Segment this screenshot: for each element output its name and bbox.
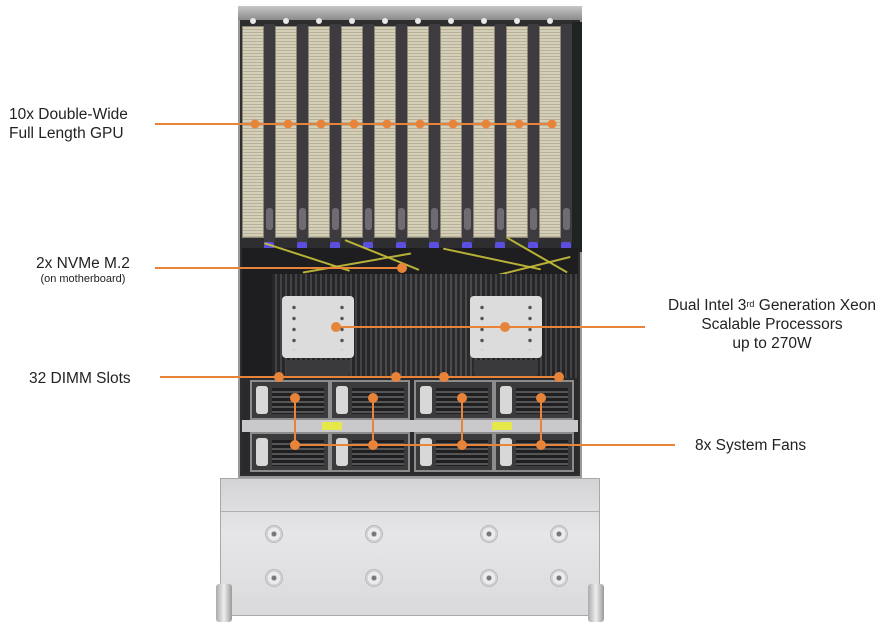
cpu-callout-label: Dual Intel 3rd Generation Xeon Scalable … xyxy=(654,296,890,353)
gpu-card xyxy=(275,18,308,250)
gpu-power-connector xyxy=(528,242,538,250)
nvme-callout-line1: 2x NVMe M.2 xyxy=(36,255,130,272)
gpu-callout-line2: Full Length GPU xyxy=(9,125,124,142)
gpu-card xyxy=(473,18,506,250)
nvme-callout-label: 2x NVMe M.2 (on motherboard) xyxy=(36,254,130,286)
system-fan xyxy=(414,380,494,420)
front-panel xyxy=(220,478,600,616)
gpu-bay xyxy=(242,18,572,250)
gpu-power-connector xyxy=(297,242,307,250)
gpu-power-connector xyxy=(462,242,472,250)
cpu-callout-sup: rd xyxy=(746,299,755,309)
fans-callout-label: 8x System Fans xyxy=(695,436,806,455)
dimm-callout-label: 32 DIMM Slots xyxy=(29,369,131,388)
cpu-callout-line1b: Generation Xeon xyxy=(754,297,876,314)
gpu-power-connector xyxy=(429,242,439,250)
system-fan xyxy=(330,432,410,472)
front-knob xyxy=(365,569,383,587)
front-knob xyxy=(550,569,568,587)
gpu-card xyxy=(506,18,539,250)
chassis-foot-left xyxy=(216,584,232,622)
dimm-callout-line1: 32 DIMM Slots xyxy=(29,370,131,387)
gpu-power-connector xyxy=(396,242,406,250)
gpu-card xyxy=(407,18,440,250)
system-fan xyxy=(250,380,330,420)
nvme-callout-line2: (on motherboard) xyxy=(40,273,126,285)
front-knob xyxy=(480,569,498,587)
chassis-top-rail xyxy=(238,6,582,20)
gpu-card xyxy=(308,18,341,250)
dimm-bank-center xyxy=(372,274,482,378)
gpu-card xyxy=(539,18,572,250)
gpu-card xyxy=(374,18,407,250)
system-fan xyxy=(330,380,410,420)
cpu-callout-line3: up to 270W xyxy=(732,335,812,352)
system-fan xyxy=(250,432,330,472)
front-knob xyxy=(365,525,383,543)
cpu-heatsink-2 xyxy=(470,296,542,378)
motherboard xyxy=(242,236,579,378)
gpu-card xyxy=(440,18,473,250)
front-knob xyxy=(480,525,498,543)
gpu-power-connector xyxy=(363,242,373,250)
cpu-callout-line2: Scalable Processors xyxy=(701,316,843,333)
system-fan xyxy=(494,380,574,420)
cpu-heatsink-1 xyxy=(282,296,354,378)
front-knob xyxy=(550,525,568,543)
gpu-callout-label: 10x Double-Wide Full Length GPU xyxy=(9,105,128,143)
gpu-card xyxy=(341,18,374,250)
system-fan xyxy=(414,432,494,472)
front-knob xyxy=(265,569,283,587)
gpu-power-connector xyxy=(561,242,571,250)
gpu-power-connector xyxy=(495,242,505,250)
riser-side-panel xyxy=(572,22,582,252)
fan-bay xyxy=(242,378,578,474)
chassis-foot-right xyxy=(588,584,604,622)
fan-rail xyxy=(242,420,578,432)
system-fan xyxy=(494,432,574,472)
gpu-callout-line1: 10x Double-Wide xyxy=(9,106,128,123)
gpu-power-connector xyxy=(330,242,340,250)
fans-callout-line1: 8x System Fans xyxy=(695,437,807,454)
gpu-card xyxy=(242,18,275,250)
front-knob xyxy=(265,525,283,543)
cpu-callout-line1a: Dual Intel 3 xyxy=(668,297,747,314)
server-chassis-top-view xyxy=(216,4,604,622)
